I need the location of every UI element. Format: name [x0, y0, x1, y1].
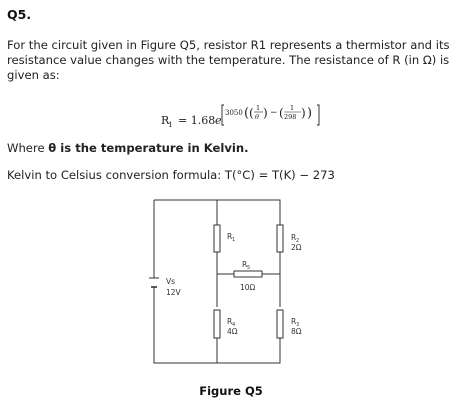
frac1-num: 1 [256, 104, 260, 112]
frac2-den: 298 [284, 113, 296, 121]
resistor-r3 [276, 309, 284, 339]
figure-caption-wrap: Figure Q5 [0, 384, 466, 398]
r5-sub: 5 [247, 265, 250, 271]
r3-value: 8Ω [291, 327, 302, 336]
r3-sub: 3 [296, 322, 299, 328]
wire-top [154, 199, 281, 225]
frac2-paren-left: ( [279, 106, 284, 120]
frac2-paren-right: ) [301, 106, 306, 120]
conversion-formula: Kelvin to Celsius conversion formula: T(… [7, 168, 335, 182]
figure-caption: Figure Q5 [199, 384, 263, 398]
where-line: Where θ is the temperature in Kelvin. [7, 141, 249, 155]
circuit-diagram: Vs 12V R 1 R 2 2Ω R 5 10Ω R 4 4Ω R 3 8Ω [149, 199, 302, 364]
formula-minus: − [270, 108, 278, 118]
r3-label: R [291, 317, 296, 326]
resistance-formula: R 1 = 1.68 e 3050 ( ( 1 θ ) − ( 1 298 ) … [161, 104, 320, 129]
formula-coef: 3050 [225, 109, 243, 117]
outer-paren-left: ( [244, 106, 249, 121]
formula-equals: = 1.68 [178, 114, 215, 127]
r2-label: R [291, 233, 296, 242]
frac1-paren-left: ( [249, 106, 254, 120]
where-prefix: Where [7, 141, 49, 155]
exp-left-bracket [221, 104, 224, 126]
r1-label: R [227, 232, 232, 241]
r4-sub: 4 [232, 322, 235, 328]
source-name: Vs [166, 277, 175, 286]
exp-right-bracket [317, 104, 320, 126]
where-definition: θ is the temperature in Kelvin. [48, 141, 249, 155]
resistor-r2 [276, 224, 284, 253]
r1-sub: 1 [232, 237, 235, 243]
frac1-den: θ [255, 113, 259, 121]
outer-paren-right: ) [307, 106, 312, 121]
question-paragraph: For the circuit given in Figure Q5, resi… [7, 38, 450, 82]
formula-lhs: R [161, 114, 170, 127]
r2-sub: 2 [296, 238, 299, 244]
resistor-r1 [213, 224, 221, 253]
formula-base: e [215, 114, 222, 127]
resistor-r4 [213, 309, 221, 339]
frac2-num: 1 [290, 104, 294, 112]
r5-value: 10Ω [240, 283, 256, 292]
formula-lhs-sub: 1 [168, 120, 173, 129]
question-number: Q5. [7, 7, 32, 22]
r4-value: 4Ω [227, 327, 238, 336]
r2-value: 2Ω [291, 243, 302, 252]
r5-label: R [242, 260, 247, 269]
source-value: 12V [166, 288, 182, 297]
frac1-paren-right: ) [263, 106, 268, 120]
r4-label: R [227, 317, 232, 326]
resistor-r5 [233, 270, 263, 278]
